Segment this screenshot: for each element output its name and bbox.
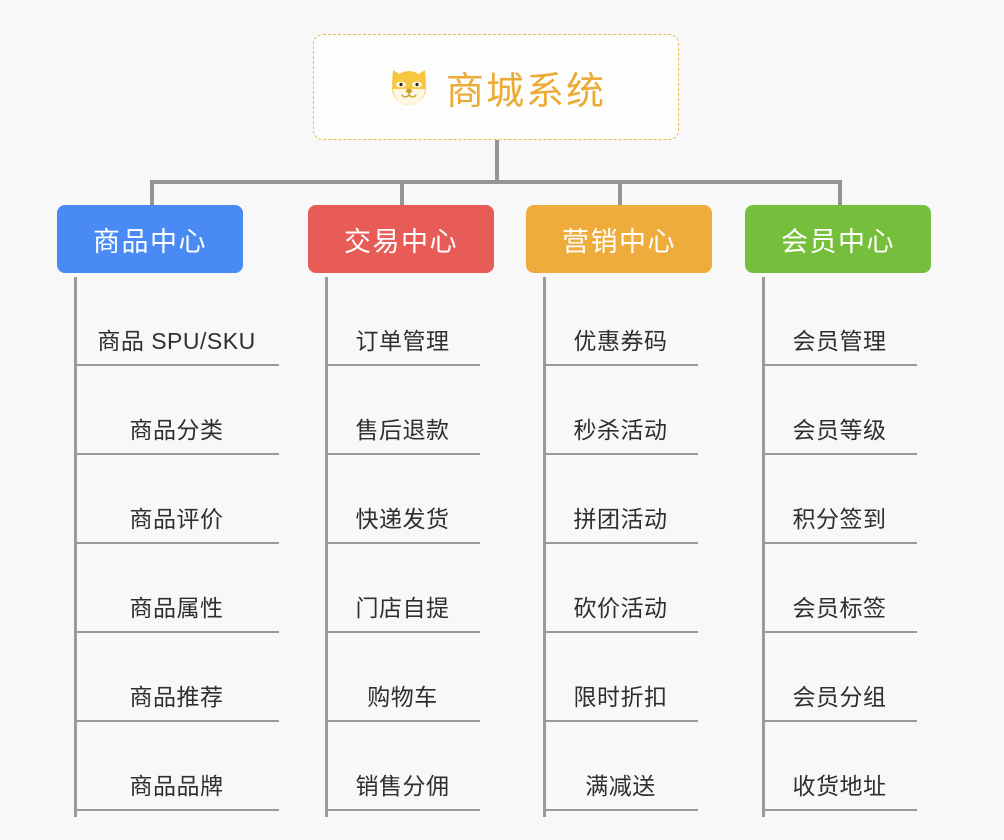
category-label-member-center: 会员中心 <box>781 226 895 257</box>
connector-drop-4 <box>838 180 842 207</box>
sub-item-group-buy[interactable]: 拼团活动 <box>543 455 698 544</box>
sub-item-label: 会员管理 <box>792 328 887 354</box>
sub-item-member-management[interactable]: 会员管理 <box>762 277 917 366</box>
sub-item-label: 快递发货 <box>355 506 450 532</box>
sub-item-member-group[interactable]: 会员分组 <box>762 633 917 722</box>
root-node-shop-system[interactable]: 商城系统 <box>313 34 679 140</box>
sub-rail-product-center <box>74 277 77 817</box>
sub-item-shopping-cart[interactable]: 购物车 <box>325 633 480 722</box>
sub-item-member-level[interactable]: 会员等级 <box>762 366 917 455</box>
sub-item-label: 会员标签 <box>792 595 887 621</box>
sub-item-shipping-address[interactable]: 收货地址 <box>762 722 917 811</box>
connector-bus <box>150 180 840 184</box>
connector-drop-3 <box>618 180 622 207</box>
sub-rail-trade-center <box>325 277 328 817</box>
sub-item-label: 限时折扣 <box>573 684 668 710</box>
sub-item-store-pickup[interactable]: 门店自提 <box>325 544 480 633</box>
category-label-marketing-center: 营销中心 <box>562 226 676 257</box>
sub-item-label: 售后退款 <box>355 417 450 443</box>
sub-item-label: 商品品牌 <box>129 773 224 799</box>
category-label-product-center: 商品中心 <box>93 226 207 257</box>
root-title: 商城系统 <box>445 70 606 113</box>
sub-item-sales-commission[interactable]: 销售分佣 <box>325 722 480 811</box>
sub-item-label: 商品推荐 <box>129 684 224 710</box>
sub-item-limited-discount[interactable]: 限时折扣 <box>543 633 698 722</box>
category-box-marketing-center[interactable]: 营销中心 <box>526 205 712 273</box>
sub-column-product-center: 商品 SPU/SKU 商品分类 商品评价 商品属性 商品推荐 商品品牌 <box>74 277 279 817</box>
sub-item-label: 收货地址 <box>792 773 887 799</box>
sub-item-points-checkin[interactable]: 积分签到 <box>762 455 917 544</box>
category-box-trade-center[interactable]: 交易中心 <box>308 205 494 273</box>
sub-item-label: 积分签到 <box>792 506 887 532</box>
sub-item-product-brand[interactable]: 商品品牌 <box>74 722 279 811</box>
sub-column-member-center: 会员管理 会员等级 积分签到 会员标签 会员分组 收货地址 <box>762 277 917 817</box>
sub-item-product-recommend[interactable]: 商品推荐 <box>74 633 279 722</box>
sub-item-label: 订单管理 <box>355 328 450 354</box>
sub-item-label: 会员分组 <box>792 684 887 710</box>
category-box-product-center[interactable]: 商品中心 <box>57 205 243 273</box>
sub-item-label: 拼团活动 <box>573 506 668 532</box>
sub-item-label: 商品 SPU/SKU <box>97 328 256 354</box>
sub-item-product-category[interactable]: 商品分类 <box>74 366 279 455</box>
sub-item-express-shipping[interactable]: 快递发货 <box>325 455 480 544</box>
sub-item-product-spu-sku[interactable]: 商品 SPU/SKU <box>74 277 279 366</box>
sub-item-label: 砍价活动 <box>573 595 668 621</box>
sub-item-label: 销售分佣 <box>355 773 450 799</box>
sub-item-label: 满减送 <box>585 773 656 799</box>
sub-item-bargain-activity[interactable]: 砍价活动 <box>543 544 698 633</box>
sub-column-marketing-center: 优惠券码 秒杀活动 拼团活动 砍价活动 限时折扣 满减送 <box>543 277 698 817</box>
shiba-dog-icon <box>386 64 432 110</box>
sub-rail-marketing-center <box>543 277 546 817</box>
sub-item-label: 购物车 <box>367 684 438 710</box>
connector-drop-1 <box>150 180 154 207</box>
sub-item-label: 秒杀活动 <box>573 417 668 443</box>
sub-item-coupon-code[interactable]: 优惠券码 <box>543 277 698 366</box>
sub-item-label: 商品属性 <box>129 595 224 621</box>
sub-item-label: 商品分类 <box>129 417 224 443</box>
sub-item-product-attribute[interactable]: 商品属性 <box>74 544 279 633</box>
sub-item-label: 会员等级 <box>792 417 887 443</box>
sub-item-label: 商品评价 <box>129 506 224 532</box>
sub-item-member-tag[interactable]: 会员标签 <box>762 544 917 633</box>
sub-item-flash-sale[interactable]: 秒杀活动 <box>543 366 698 455</box>
sub-item-label: 优惠券码 <box>573 328 668 354</box>
sub-item-full-reduction-gift[interactable]: 满减送 <box>543 722 698 811</box>
sub-item-order-management[interactable]: 订单管理 <box>325 277 480 366</box>
category-box-member-center[interactable]: 会员中心 <box>745 205 931 273</box>
sub-item-product-review[interactable]: 商品评价 <box>74 455 279 544</box>
category-label-trade-center: 交易中心 <box>344 226 458 257</box>
sub-column-trade-center: 订单管理 售后退款 快递发货 门店自提 购物车 销售分佣 <box>325 277 480 817</box>
connector-drop-2 <box>400 180 404 207</box>
sub-item-aftersale-refund[interactable]: 售后退款 <box>325 366 480 455</box>
sub-rail-member-center <box>762 277 765 817</box>
sub-item-label: 门店自提 <box>355 595 450 621</box>
connector-root-stem <box>495 140 499 182</box>
